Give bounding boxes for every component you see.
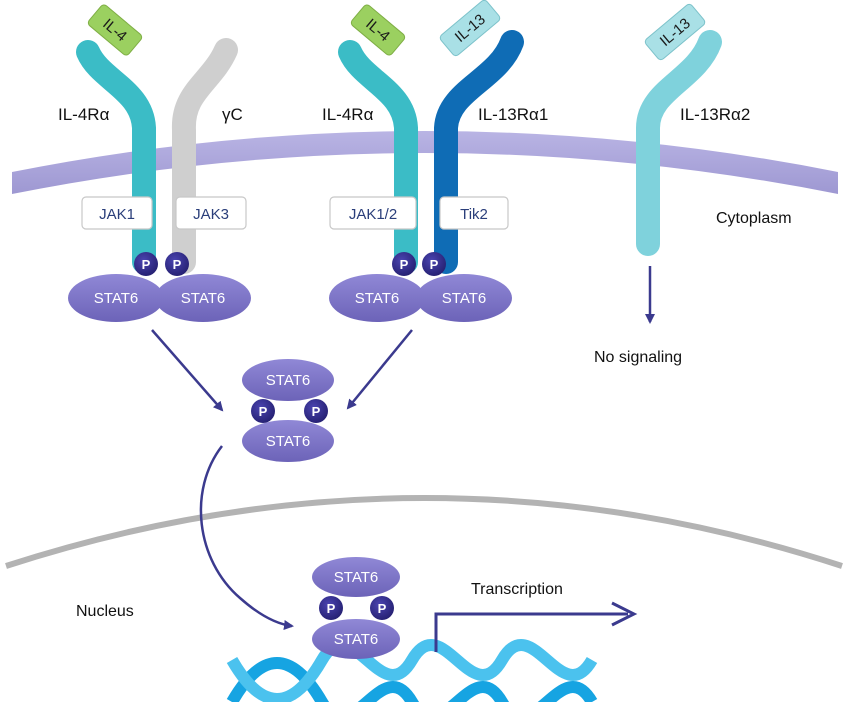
svg-text:P: P — [259, 404, 268, 419]
stat6-mid-b — [416, 274, 512, 322]
nucleus-label: Nucleus — [76, 603, 134, 620]
transcription-arrowhead — [611, 601, 638, 627]
stat6-nuclear-top — [312, 557, 400, 597]
receptor-complex-type1: IL-4 IL-4Rα γC JAK1 JAK3 STAT6 STAT6 P P — [58, 4, 251, 322]
jak12-box: JAK1/2 — [329, 196, 417, 230]
stat6-left-a-label: STAT6 — [94, 290, 138, 307]
il4ra-middle-label: IL-4Rα — [322, 105, 374, 124]
stat6-dimer-bottom — [242, 420, 334, 462]
phospho-dimer-2: P — [304, 399, 328, 423]
svg-text:P: P — [400, 257, 409, 272]
phospho-dimer-1: P — [251, 399, 275, 423]
arrow-middle-to-dimer — [346, 329, 413, 410]
transcription-label: Transcription — [471, 581, 563, 598]
jak3-box: JAK3 — [175, 196, 247, 230]
phospho-nuclear-2: P — [370, 596, 394, 620]
stat6-mid-a-label: STAT6 — [355, 290, 399, 307]
tik2-box: Tik2 — [439, 196, 509, 230]
transcription-arrow — [434, 612, 628, 652]
il13ra2-chain — [636, 30, 722, 256]
phospho-mid-1: P — [392, 252, 416, 276]
svg-text:P: P — [327, 601, 336, 616]
jak1-label: JAK1 — [99, 206, 135, 223]
svg-text:P: P — [173, 257, 182, 272]
stat6-left-b — [155, 274, 251, 322]
il13ra2-label: IL-13Rα2 — [680, 105, 750, 124]
stat6-nuclear-bottom — [312, 619, 400, 659]
phospho-nuclear-1: P — [319, 596, 343, 620]
jak3-label: JAK3 — [193, 206, 229, 223]
receptor-complex-type2: IL-4 IL-13 IL-4Rα IL-13Rα1 JAK1/2 Tik2 S… — [322, 0, 548, 322]
stat6-left-a — [68, 274, 164, 322]
stat6-nuclear-top-label: STAT6 — [334, 569, 378, 586]
plasma-membrane — [12, 131, 838, 194]
jak12-label: JAK1/2 — [349, 206, 397, 223]
phospho-left-1: P — [134, 252, 158, 276]
no-signaling-label: No signaling — [594, 349, 682, 366]
dna-helix — [226, 639, 598, 702]
stat6-dimer-cytoplasm: STAT6 STAT6 P P — [242, 359, 334, 462]
il13-ligand-middle: IL-13 — [439, 0, 501, 57]
dna-strand-2 — [226, 639, 598, 702]
il13ra1-label: IL-13Rα1 — [478, 105, 548, 124]
il4ra-left-label: IL-4Rα — [58, 105, 110, 124]
gamma-c-label: γC — [222, 105, 243, 124]
svg-text:P: P — [142, 257, 151, 272]
stat6-dimer-top-label: STAT6 — [266, 372, 310, 389]
tik2-label: Tik2 — [460, 206, 488, 223]
phospho-left-2: P — [165, 252, 189, 276]
stat6-dimer-top — [242, 359, 334, 401]
cytoplasm-label: Cytoplasm — [716, 210, 792, 227]
il4ra-middle-chain — [338, 40, 418, 274]
svg-text:P: P — [430, 257, 439, 272]
stat6-mid-a — [329, 274, 425, 322]
il13ra1-chain — [434, 30, 524, 274]
svg-text:P: P — [378, 601, 387, 616]
il4ra-left-chain — [76, 40, 156, 274]
phospho-mid-2: P — [422, 252, 446, 276]
arrow-dimer-to-nucleus — [199, 445, 294, 630]
nuclear-membrane — [5, 495, 843, 569]
stat6-dimer-bottom-label: STAT6 — [266, 433, 310, 450]
stat6-nuclear-bottom-label: STAT6 — [334, 631, 378, 648]
stat6-left-b-label: STAT6 — [181, 290, 225, 307]
receptor-il13ra2: IL-13 IL-13Rα2 — [636, 3, 750, 324]
stat6-mid-b-label: STAT6 — [442, 290, 486, 307]
stat6-dimer-nucleus: STAT6 STAT6 P P — [312, 557, 400, 659]
arrow-left-to-dimer — [151, 329, 224, 412]
svg-text:P: P — [312, 404, 321, 419]
jak1-box: JAK1 — [81, 196, 153, 230]
gamma-c-chain — [171, 38, 238, 274]
